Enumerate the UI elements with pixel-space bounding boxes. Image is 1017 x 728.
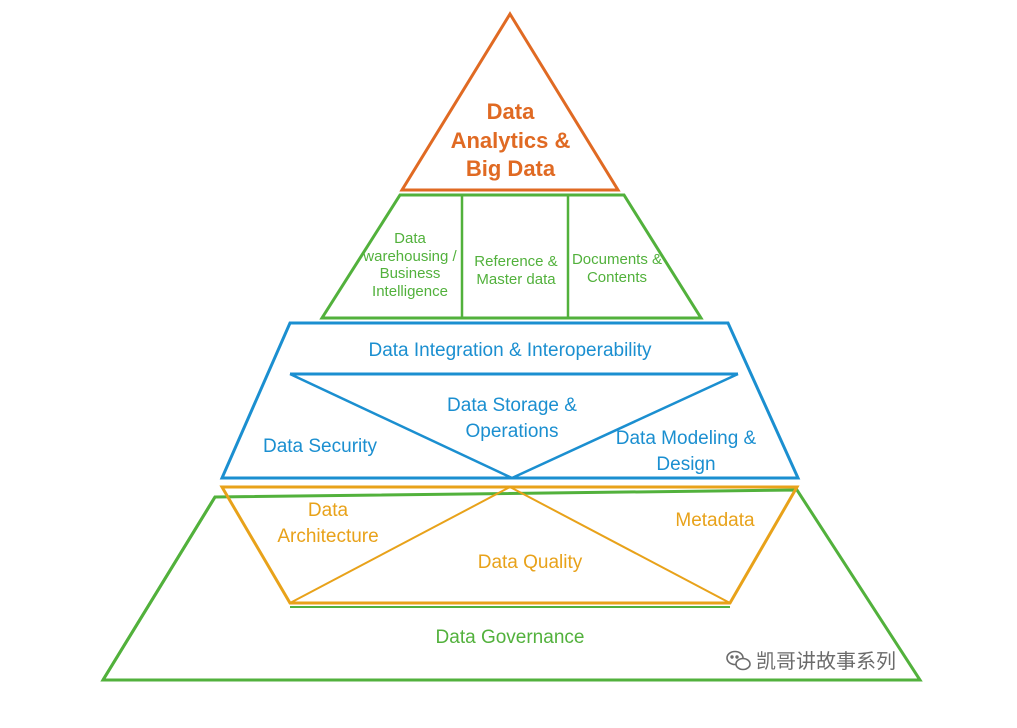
governance-label: Data Governance xyxy=(435,627,585,648)
green-cell-reference-master: Reference & Master data xyxy=(474,253,558,288)
blue-diagonal-right xyxy=(511,372,739,480)
blue-right-label: Data Modeling & Design xyxy=(615,428,757,475)
gold-diagonal-right xyxy=(509,486,731,604)
top-label: Data Analytics & Big Data xyxy=(450,99,571,182)
gold-diagonal-left xyxy=(289,486,511,604)
gold-center-label: Data Quality xyxy=(477,552,583,573)
governance-base-top-left xyxy=(101,496,217,681)
blue-diagonal-left xyxy=(289,372,513,480)
watermark: 凯哥讲故事系列 xyxy=(722,644,912,674)
green-cell-dw-bi: Data warehousing / Business Intelligence xyxy=(363,230,457,301)
wechat-icon xyxy=(726,650,751,671)
blue-left-label: Data Security xyxy=(262,436,378,457)
gold-left-label: Data Architecture xyxy=(277,500,379,547)
top-triangle-shape xyxy=(399,11,621,192)
green-cell-documents: Documents & Contents xyxy=(571,251,663,286)
watermark-text: 凯哥讲故事系列 xyxy=(756,648,896,673)
green-tier-shape xyxy=(319,193,704,320)
blue-center-label: Data Storage & Operations xyxy=(447,395,577,442)
gold-right-label: Metadata xyxy=(675,510,755,531)
blue-tier-shape xyxy=(219,321,801,480)
blue-band-label: Data Integration & Interoperability xyxy=(368,340,652,361)
